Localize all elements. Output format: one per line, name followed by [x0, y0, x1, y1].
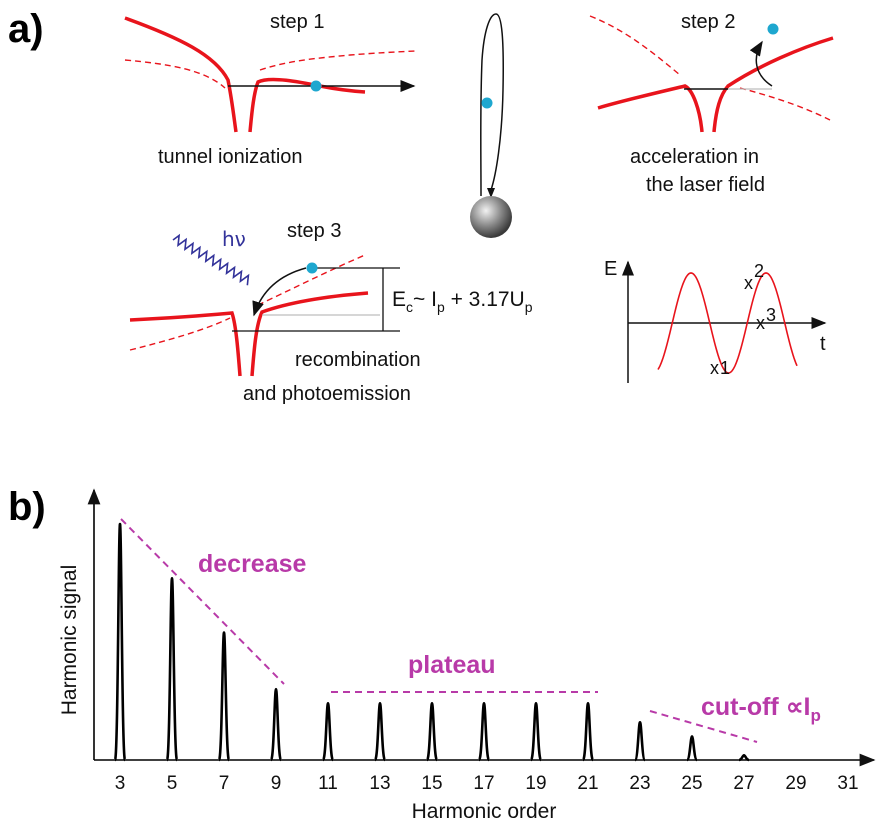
step2-potential-right	[712, 36, 834, 133]
trajectory-electron	[481, 97, 493, 109]
laser-field-wave	[657, 272, 798, 374]
harmonic-peak	[738, 753, 750, 762]
harmonic-peak	[633, 720, 647, 762]
step3-return-arrow	[252, 267, 307, 317]
step1-bare-potential-left	[124, 59, 226, 89]
harmonic-peaks	[113, 522, 750, 762]
step1-diagram: step 1 tunnel ionization	[124, 11, 416, 168]
x-tick-label: 23	[629, 773, 650, 794]
field-ylabel: E	[604, 258, 617, 280]
harmonic-peak	[529, 702, 543, 762]
laser-field-plot: E t x1 x2 x3	[604, 258, 827, 383]
step3-electron	[306, 262, 318, 274]
cutoff-annotation: cut-off ∝Ip	[701, 693, 821, 725]
harmonic-peak	[581, 702, 595, 762]
harmonic-peak	[217, 631, 231, 762]
field-mark-3: x3	[756, 305, 776, 333]
photon-label: hν	[222, 227, 246, 251]
step2-bare-potential-right	[739, 87, 831, 121]
parent-ion-sphere	[470, 196, 512, 238]
step2-potential-left	[597, 84, 704, 133]
step1-caption: tunnel ionization	[158, 146, 303, 168]
x-tick-label: 31	[837, 773, 858, 794]
step3-caption-line2: and photoemission	[243, 383, 411, 405]
electron-trajectory	[480, 13, 504, 197]
step3-diagram: step 3 hν Ec~ Ip + 3.17Up recombination …	[129, 220, 533, 405]
x-tick-label: 13	[369, 773, 390, 794]
harmonic-spectrum-chart: 3 5 7 9 11 13 15 17 19 21 23 25 27 29 31 Harmonic orde…	[58, 488, 876, 823]
harmonic-peak	[269, 687, 283, 762]
harmonic-peak	[165, 576, 179, 762]
x-tick-label: 3	[115, 773, 126, 794]
trajectory-diagram	[470, 13, 512, 238]
panel-a-label: a)	[8, 7, 44, 51]
trajectory-arrowhead	[487, 188, 495, 198]
plateau-annotation: plateau	[408, 651, 496, 679]
x-tick-label: 15	[421, 773, 442, 794]
step1-potential-left	[124, 16, 238, 133]
x-tick-label: 21	[577, 773, 598, 794]
step1-electron	[310, 80, 322, 92]
chart-xlabel: Harmonic order	[412, 800, 557, 823]
step3-bare-potential-right	[257, 254, 366, 306]
step1-potential-right	[248, 77, 366, 133]
harmonic-peak	[425, 702, 439, 762]
field-mark-1: x1	[710, 358, 730, 378]
x-tick-label: 9	[271, 773, 282, 794]
step1-bare-potential-right	[259, 50, 416, 71]
step2-acceleration-arrow	[749, 40, 773, 87]
x-tick-label: 19	[525, 773, 546, 794]
cutoff-formula: Ec~ Ip + 3.17Up	[392, 288, 533, 315]
photon-wave	[172, 233, 250, 286]
chart-ylabel: Harmonic signal	[58, 565, 81, 716]
step3-bare-potential-left	[129, 317, 231, 351]
x-tick-label: 7	[219, 773, 230, 794]
cutoff-trend-line	[649, 710, 758, 743]
x-tick-label: 27	[733, 773, 754, 794]
x-tick-label: 25	[681, 773, 702, 794]
step2-electron	[767, 23, 779, 35]
step3-caption-line1: recombination	[295, 349, 421, 371]
decrease-annotation: decrease	[198, 550, 307, 578]
decrease-trend-line	[120, 518, 285, 685]
x-tick-label: 17	[473, 773, 494, 794]
x-tick-label: 29	[785, 773, 806, 794]
field-xlabel: t	[820, 333, 826, 355]
harmonic-peak	[321, 702, 335, 762]
harmonic-peak	[685, 735, 699, 762]
step2-diagram: step 2 acceleration in the laser field	[589, 11, 834, 196]
step2-bare-potential-left	[589, 15, 681, 76]
step1-title: step 1	[270, 11, 324, 33]
step3-title: step 3	[287, 220, 341, 242]
x-tick-label: 5	[167, 773, 178, 794]
x-tick-label: 11	[318, 773, 338, 794]
field-mark-2: x2	[744, 261, 764, 293]
x-tick-labels: 3 5 7 9 11 13 15 17 19 21 23 25 27 29 31	[115, 773, 859, 794]
harmonic-peak	[477, 702, 491, 762]
panel-b-label: b)	[8, 485, 46, 529]
step2-caption-line1: acceleration in	[630, 146, 759, 168]
step2-caption-line2: the laser field	[646, 174, 765, 196]
step2-title: step 2	[681, 11, 735, 33]
harmonic-peak	[373, 702, 387, 762]
step3-potential-left	[129, 311, 242, 377]
harmonic-peak	[113, 522, 127, 762]
